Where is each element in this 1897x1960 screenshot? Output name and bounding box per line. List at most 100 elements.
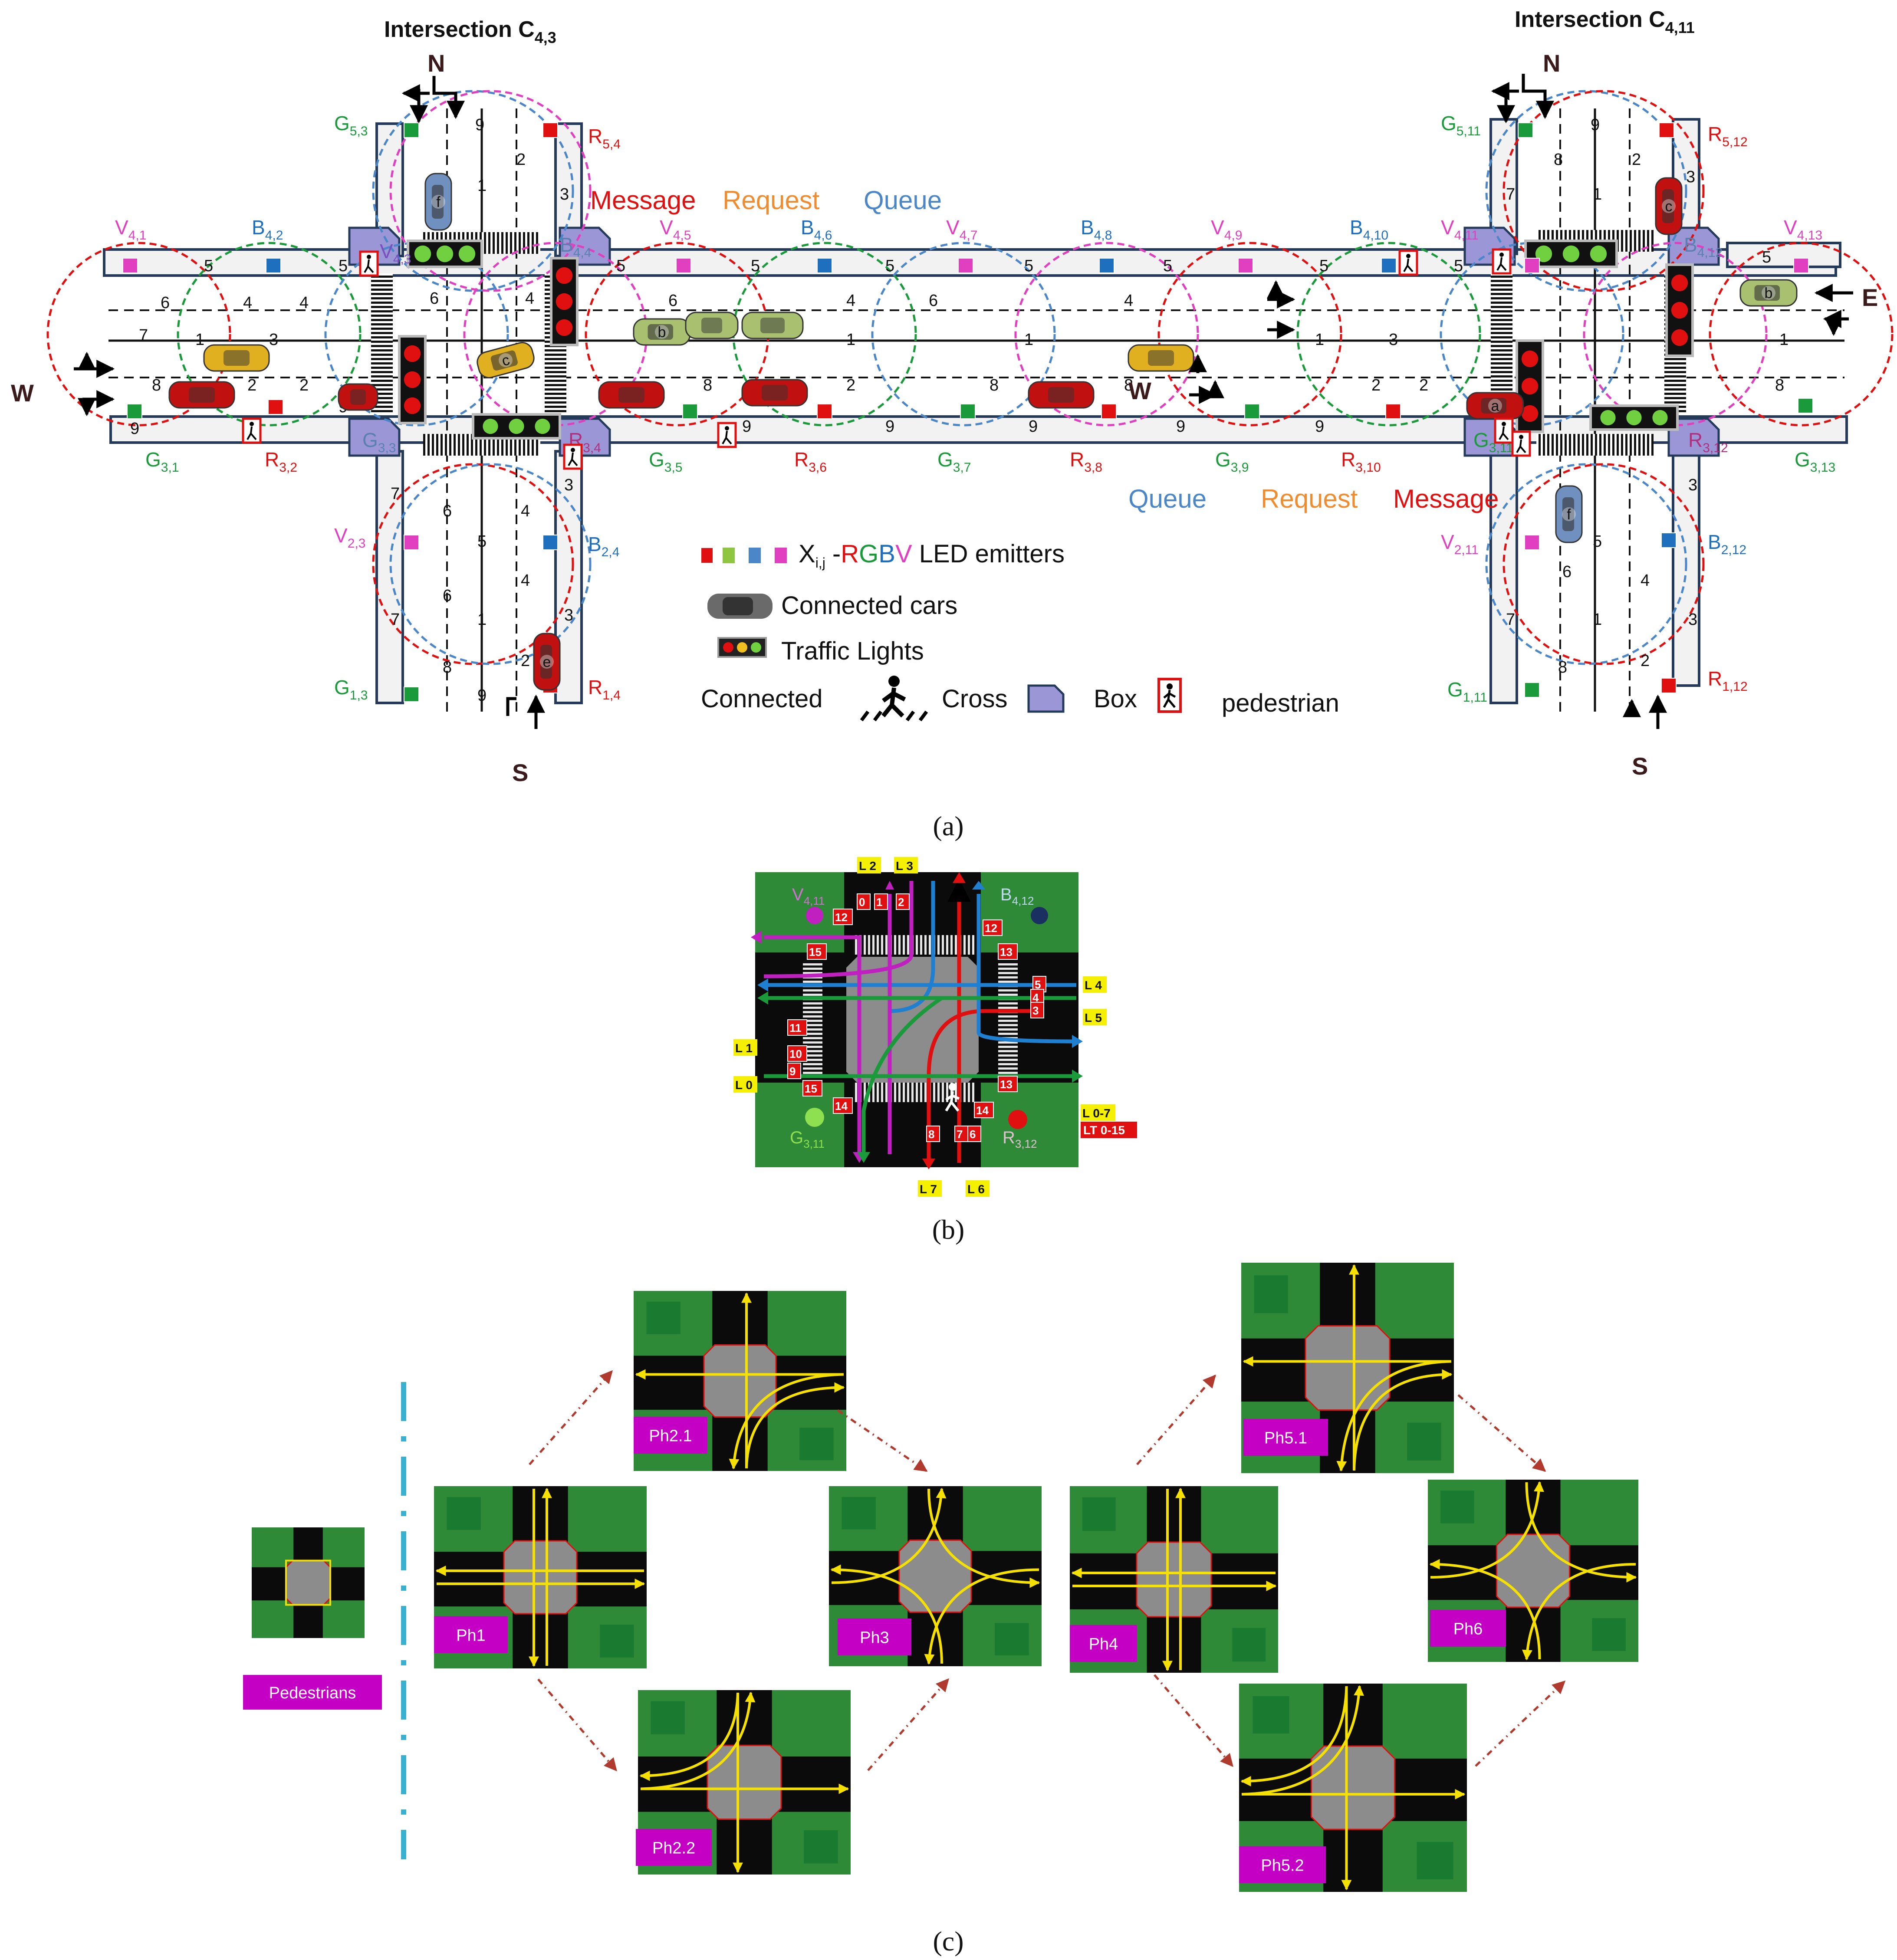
svg-text:2: 2	[898, 896, 904, 909]
emitter-label: G1,11	[1447, 678, 1487, 705]
connected-car	[685, 312, 739, 339]
legend-box-icon	[1027, 684, 1065, 713]
emitter-label: B4,2	[252, 216, 283, 243]
dir-s-left: S	[512, 759, 528, 786]
emitter-label: V4,9	[1211, 216, 1242, 243]
b-v-label: V4,11	[792, 885, 825, 907]
dir-w: W	[11, 379, 34, 407]
led-emitter	[1661, 532, 1677, 548]
svg-text:14: 14	[976, 1104, 989, 1117]
lt-tag: 9	[787, 1063, 801, 1079]
lane-number: 3	[564, 476, 573, 494]
emitter-label: G1,3	[334, 676, 368, 703]
coverage-circle	[1014, 242, 1199, 427]
car-label: f	[436, 194, 441, 210]
lt-tag: 14	[833, 1097, 853, 1114]
connected-car	[338, 383, 378, 411]
lt-tag: 12	[833, 909, 853, 925]
crosswalk-pedestrian-icon	[860, 676, 928, 722]
lane-number: 4	[243, 294, 252, 312]
lane-number: 6	[443, 587, 452, 605]
emitter-label: B4,10	[1350, 216, 1388, 243]
led-emitter	[960, 404, 976, 419]
emitter-label: R3,10	[1341, 448, 1381, 475]
lt-tag: 0	[857, 893, 871, 910]
led-emitter	[1661, 678, 1677, 693]
svg-text:7: 7	[957, 1128, 963, 1141]
msg-bottom-request: Request	[1261, 484, 1358, 513]
phase-label: Ph1	[434, 1616, 508, 1653]
coverage-circle	[871, 242, 1056, 427]
lane-number: 3	[1389, 331, 1398, 349]
lane-number: 7	[1506, 611, 1515, 629]
emitter-label: R1,4	[588, 676, 621, 703]
lane-number: 7	[391, 485, 400, 503]
led-emitter	[1238, 258, 1253, 273]
phase-label: Ph2.1	[634, 1417, 707, 1454]
svg-text:0: 0	[859, 896, 865, 909]
legend-lights: Traffic Lights	[781, 637, 924, 665]
legend-traffic-light-icon	[717, 637, 767, 658]
lane-number: 9	[1029, 417, 1038, 436]
emitter-label: R3,8	[1070, 448, 1102, 475]
emitter-label: B4,4	[560, 233, 591, 260]
connected-car	[741, 379, 808, 407]
lane-number: 1	[195, 331, 204, 349]
lane-number: 9	[1315, 417, 1324, 436]
lane-number: 9	[1591, 116, 1600, 134]
lane-number: 6	[443, 502, 452, 520]
lane-number: 1	[846, 331, 855, 349]
lane-number: 3	[1688, 476, 1697, 494]
lane-number: 7	[1506, 185, 1515, 204]
dir-n-left: N	[427, 49, 445, 77]
led-emitter	[817, 258, 832, 273]
svg-text:13: 13	[1000, 1078, 1013, 1091]
connected-car: f	[1555, 485, 1583, 543]
svg-text:3: 3	[1032, 1004, 1039, 1017]
emitter-label: R5,4	[588, 125, 621, 151]
lane-number: 7	[391, 611, 400, 629]
led-emitter	[127, 404, 142, 419]
lane-number: 4	[1641, 571, 1650, 590]
led-emitter	[817, 404, 832, 419]
lane-number: 1	[1779, 331, 1789, 349]
led-emitter	[404, 686, 419, 702]
lane-number: 1	[477, 177, 487, 195]
connected-car	[203, 344, 270, 372]
lane-number: 4	[299, 294, 309, 312]
lt-tag: 11	[787, 1019, 807, 1036]
led-emitter	[1659, 122, 1674, 138]
led-emitter	[1524, 258, 1540, 273]
svg-text:Ph6: Ph6	[1453, 1620, 1483, 1638]
intersection-left-title: Intersection C4,3	[384, 17, 556, 46]
emitter-label: B4,12	[1684, 233, 1723, 260]
lane-number: 8	[990, 376, 999, 394]
coverage-circle	[1709, 242, 1894, 427]
coverage-circle	[177, 242, 362, 427]
traffic-light	[1589, 404, 1679, 431]
svg-text:L 0-7: L 0-7	[1082, 1106, 1111, 1120]
lane-number: 3	[1686, 168, 1695, 186]
phase-tile	[634, 1291, 846, 1471]
traffic-light	[407, 240, 483, 268]
svg-text:1: 1	[876, 896, 882, 909]
emitter-label: V4,5	[660, 216, 691, 243]
msg-top-message: Message	[590, 186, 696, 215]
svg-text:11: 11	[789, 1021, 802, 1034]
lane-number: 4	[525, 289, 534, 308]
intersection-right-title: Intersection C4,11	[1515, 7, 1695, 36]
svg-text:9: 9	[789, 1065, 796, 1078]
lane-number: 6	[1562, 563, 1572, 581]
emitter-label: G3,1	[145, 448, 179, 475]
emitter-label: B4,8	[1081, 216, 1112, 243]
connected-car	[598, 381, 665, 409]
traffic-light	[1516, 339, 1544, 433]
caption-c: (c)	[933, 1926, 963, 1957]
svg-text:Ph5.2: Ph5.2	[1261, 1857, 1304, 1875]
svg-text:L 7: L 7	[920, 1182, 937, 1196]
led-emitter	[542, 535, 558, 550]
car-label: a	[1491, 398, 1499, 414]
svg-text:4: 4	[1032, 991, 1039, 1004]
lane-number: 9	[1176, 417, 1185, 436]
connected-car: a	[1466, 392, 1524, 420]
